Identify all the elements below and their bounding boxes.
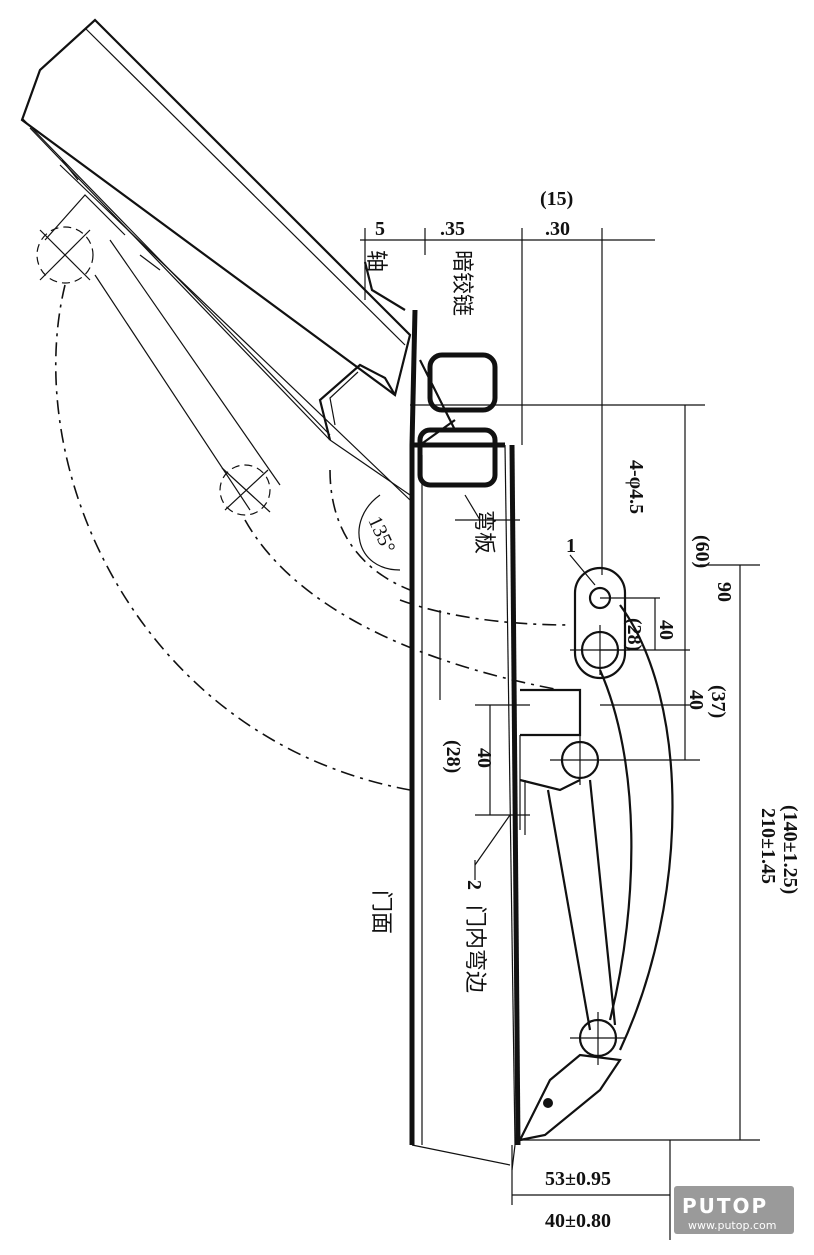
dim-37: (37): [707, 685, 729, 718]
watermark-brand: PUTOP: [682, 1194, 768, 1218]
dim-28b: (28): [442, 740, 464, 773]
dim-40b: 40: [685, 690, 707, 710]
angle-label: 135°: [363, 513, 399, 557]
dim-30: .30: [545, 218, 570, 240]
watermark-logo: PUTOP www.putop.com: [674, 1186, 794, 1234]
tilted-door-panel: [20, 18, 412, 496]
label-part-2: 2: [463, 880, 485, 890]
dim-40c: 40: [473, 748, 495, 768]
tilted-hinge-arm: [36, 159, 411, 516]
swing-arcs: [54, 284, 571, 791]
dim-5: 5: [375, 218, 385, 240]
dim-90: 90: [713, 582, 735, 602]
hidden-hinge-body: [363, 261, 498, 488]
door-face-panel: [409, 442, 521, 1171]
dim-210: 210±1.45: [757, 808, 779, 884]
label-hidden-hinge: 暗铰链: [449, 250, 474, 316]
label-door-inner-edge: 门内弯边: [462, 905, 487, 993]
dim-40-bottom: 40±0.80: [545, 1210, 611, 1232]
dim-140: (140±1.25): [779, 805, 801, 894]
angle-indicator: 135°: [358, 494, 401, 571]
dim-40a: 40: [655, 620, 677, 640]
part-labels: 轴 暗铰链 弯板 1 2 门内弯边 门面: [363, 250, 576, 993]
dimension-labels: (15) 5 .35 .30 4-φ4.5 (60) 90 40 (28) (3…: [375, 188, 801, 1232]
dim-28a: (28): [623, 618, 645, 651]
watermark-url: www.putop.com: [688, 1219, 776, 1232]
dim-60: (60): [691, 535, 713, 568]
label-door-face: 门面: [368, 890, 393, 934]
label-bent-plate: 弯板: [471, 510, 496, 554]
dim-15: (15): [540, 188, 573, 210]
top-dimension-lines: [360, 228, 760, 1240]
linkage-mechanism: [519, 566, 674, 1142]
label-part-1: 1: [566, 535, 576, 557]
leader-lines: [464, 494, 596, 880]
dim-53: 53±0.95: [545, 1168, 611, 1190]
dim-35: .35: [440, 218, 465, 240]
dim-hole: 4-φ4.5: [625, 460, 647, 514]
label-shaft: 轴: [363, 250, 388, 272]
